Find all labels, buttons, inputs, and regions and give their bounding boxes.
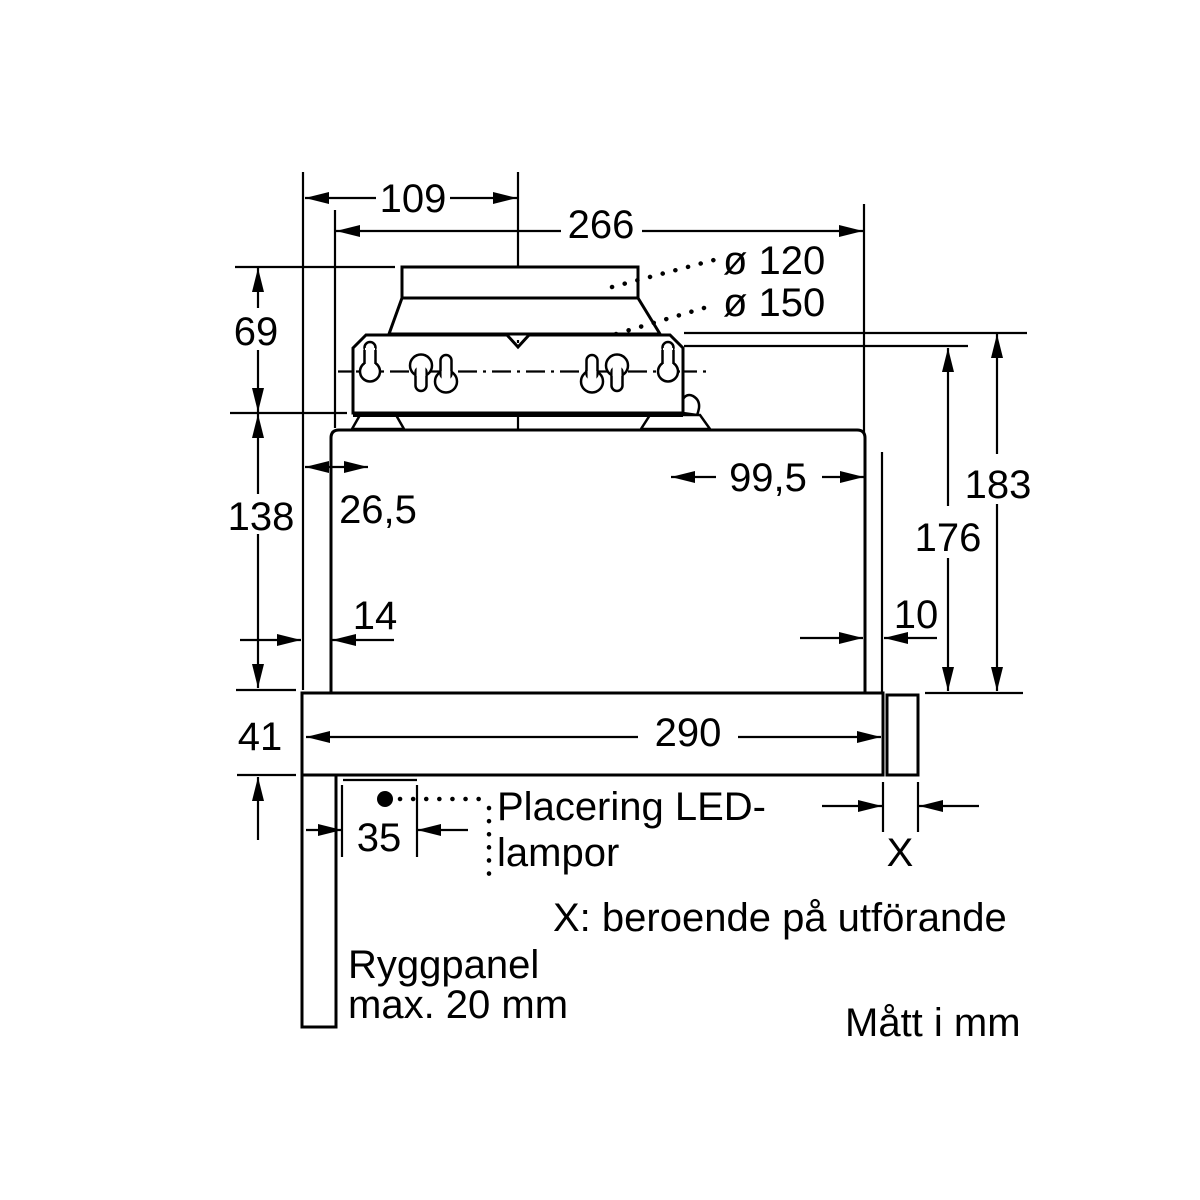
back-panel [300,773,338,1029]
bracket-latch [681,393,701,417]
dim-x-label: X [887,831,914,875]
back-panel-note-line1: Ryggpanel [348,943,539,987]
led-dot [377,791,393,807]
dim-69-label: 69 [234,310,279,354]
duct-dia-150-label: ø 150 [723,281,825,325]
led-note-line2: lampor [497,831,619,875]
diameter-leaders [609,257,717,337]
visor-panel [300,691,885,777]
dimension-labels: 109 266 ø 120 ø 150 69 26,5 99,5 138 14 … [228,177,1032,875]
dim-26-5-label: 26,5 [339,488,417,532]
dim-290-label: 290 [655,711,722,755]
outer-keyhole-right [656,340,680,383]
dim-41-label: 41 [238,715,283,759]
duct-stub [400,265,640,300]
label-underlays [226,182,1040,748]
duct-dia-120-label: ø 120 [723,239,825,283]
leader-dia-150 [613,302,717,337]
back-panel-note-line2: max. 20 mm [348,983,568,1027]
bracket-plate [351,333,685,415]
mounting-bracket [349,333,713,431]
extension-lines [230,172,1027,857]
units-note: Mått i mm [845,1001,1021,1045]
dim-10-label: 10 [894,593,939,637]
led-marker [377,791,492,877]
dim-109-label: 109 [380,177,447,221]
dim-14-label: 14 [353,594,398,638]
right-foot [638,413,713,431]
dim-266-label: 266 [568,203,635,247]
x-spacer-panel [885,693,920,777]
keyhole-circle-bottom-left [433,353,459,394]
annotation-labels: Placering LED- lampor X: beroende på utf… [348,785,1021,1045]
dim-176-label: 176 [915,516,982,560]
keyhole-circle-top-right [604,353,630,393]
led-note-line1: Placering LED- [497,785,766,829]
left-foot [349,413,407,431]
dim-99-5-label: 99,5 [729,456,807,500]
keyhole-circle-top-left [408,353,434,393]
duct-assembly [386,265,663,336]
outer-keyhole-left [358,340,382,383]
leader-dia-120 [609,257,717,290]
duct-flare [386,296,663,336]
x-note: X: beroende på utförande [553,896,1007,940]
dim-138-label: 138 [228,495,295,539]
dim-183-label: 183 [965,463,1032,507]
dim-35-label: 35 [357,816,402,860]
arrowheads [252,192,1003,836]
keyhole-circle-bottom-right [579,353,605,394]
